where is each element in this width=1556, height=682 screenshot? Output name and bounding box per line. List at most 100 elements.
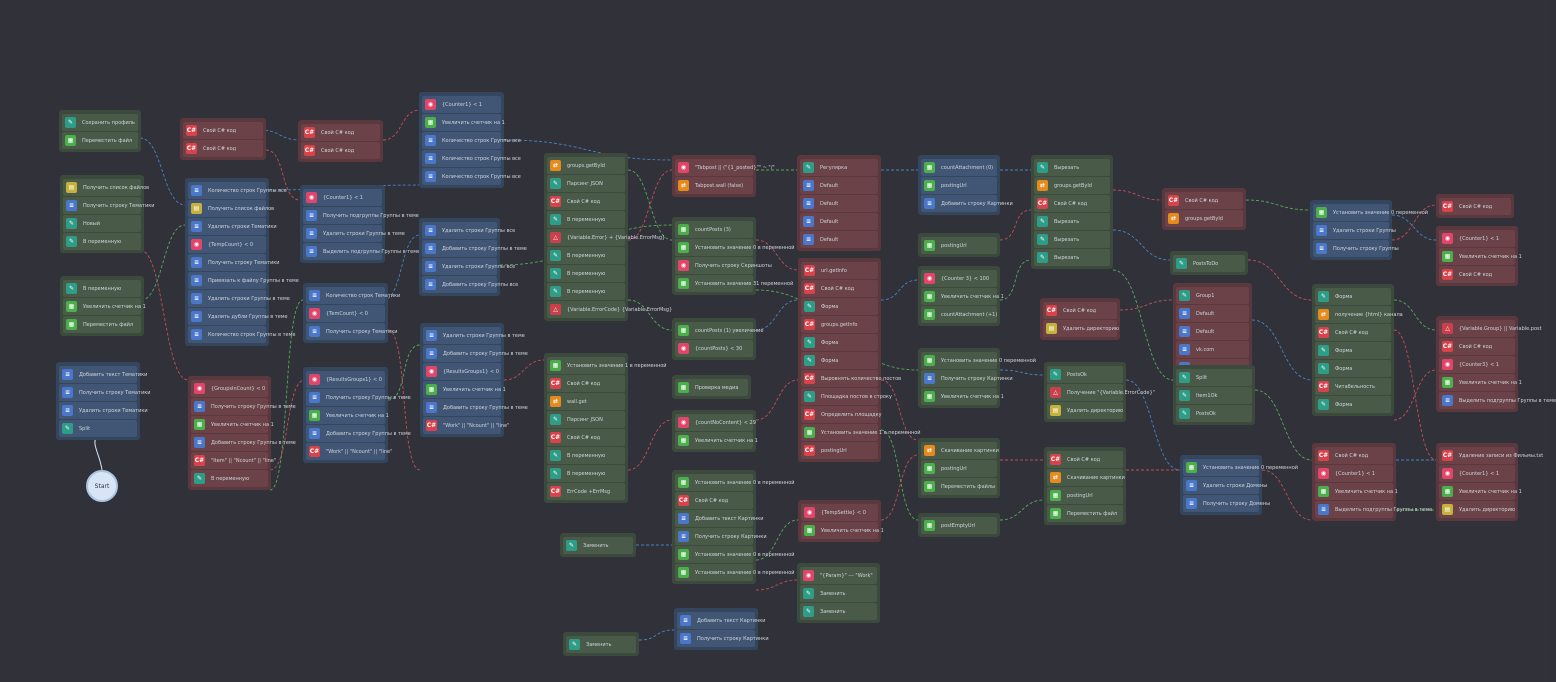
node-group-g47[interactable]: C#Свой C# код◉{Counter1} < 1▦Увеличить с… bbox=[1312, 443, 1432, 521]
action-node[interactable]: ≡Добавить текст Тематики bbox=[59, 366, 147, 383]
action-node[interactable]: ≡Default bbox=[800, 231, 878, 248]
action-node[interactable]: ≡Default bbox=[800, 177, 878, 194]
node-group-g26[interactable]: ✎Регулярка≡Default≡Default≡Default≡Defau… bbox=[797, 155, 881, 251]
node-group-g31[interactable]: ▦postingUrl bbox=[918, 233, 1000, 257]
node-group-g6[interactable]: ≡Количество строк Группы все▤Получить сп… bbox=[185, 178, 299, 346]
action-node[interactable]: ≡Добавить текст Картинки bbox=[677, 612, 766, 629]
action-node[interactable]: ✎Вырезать bbox=[1034, 213, 1110, 230]
action-node[interactable]: ▤Получить список файлов bbox=[188, 200, 274, 217]
node-group-g13[interactable]: ≡Удалить строки Группы все≡Добавить стро… bbox=[419, 218, 527, 296]
action-node[interactable]: ✎Split bbox=[1176, 369, 1252, 386]
node-group-g23[interactable]: ✎Заменить bbox=[560, 533, 636, 557]
action-node[interactable]: ▦Переместить файл bbox=[63, 316, 141, 333]
action-node[interactable]: ≡Добавить строку Группы в теме bbox=[191, 434, 296, 451]
action-node[interactable]: ▦Увеличить счетчик на 1 bbox=[63, 298, 146, 315]
action-node[interactable]: ▦Установить значение 0 в переменной bbox=[675, 474, 795, 491]
action-node[interactable]: ▦Увеличить счетчик на 1 bbox=[921, 388, 1004, 405]
action-node[interactable]: C#Свой C# код bbox=[1047, 451, 1123, 468]
action-node[interactable]: ≡Удалить строки Группы bbox=[1313, 222, 1396, 239]
node-group-g21[interactable]: ◉{countNoContent} < 29▦Увеличить счетчик… bbox=[672, 410, 758, 452]
action-node[interactable]: ✎Новый bbox=[63, 215, 141, 232]
action-node[interactable]: C#ErrCode +ErrMsg bbox=[547, 483, 625, 500]
action-node[interactable]: ≡Удалить строки Группы в теме bbox=[423, 327, 525, 344]
action-node[interactable]: ▦Увеличить счетчик на 1 bbox=[921, 288, 1004, 305]
action-node[interactable]: ✎Форма bbox=[1315, 342, 1391, 359]
action-node[interactable]: ◉{Counter1} < 1 bbox=[1439, 465, 1515, 482]
action-node[interactable]: C#Читабельность bbox=[1315, 378, 1391, 395]
action-node[interactable]: ◉{Counter1} < 1 bbox=[303, 189, 382, 206]
action-node[interactable]: △{Variable.ErrorCode} {Variable.ErrorMsg… bbox=[547, 301, 672, 318]
action-node[interactable]: ▦Увеличить счетчик на 1 bbox=[423, 381, 506, 398]
action-node[interactable]: ▦postEmptyUrl bbox=[921, 517, 997, 534]
action-node[interactable]: ✎Регулярка bbox=[800, 159, 878, 176]
action-node[interactable]: ✎Форма bbox=[1315, 396, 1391, 413]
action-node[interactable]: ≡Количество строк Группы все bbox=[188, 182, 287, 199]
node-group-g34[interactable]: ⇄Скачивание картинки▦postingUrl▦Перемест… bbox=[918, 438, 1000, 498]
action-node[interactable]: ✎В переменную bbox=[191, 470, 268, 487]
action-node[interactable]: C#Свой C# код bbox=[675, 492, 753, 509]
action-node[interactable]: C#Свой C# код bbox=[301, 124, 380, 141]
action-node[interactable]: ≡Default bbox=[1176, 305, 1249, 322]
action-node[interactable]: ✎В переменную bbox=[547, 283, 625, 300]
action-node[interactable]: ≡Удалить строки Группы все bbox=[422, 222, 515, 239]
action-node[interactable]: C#Свой C# код bbox=[1439, 266, 1515, 283]
action-node[interactable]: ≡Удалить строки Тематики bbox=[59, 402, 148, 419]
action-node[interactable]: ≡Получить строку Группы в теме bbox=[306, 389, 411, 406]
action-node[interactable]: ◉{GroupsInCount} < 0 bbox=[191, 380, 268, 397]
action-node[interactable]: C#Свой C# код bbox=[301, 142, 380, 159]
action-node[interactable]: ▦Увеличить счетчик на 1 bbox=[191, 416, 274, 433]
node-group-g37[interactable]: C#Свой C# код▤Удалить директорию bbox=[1040, 298, 1120, 340]
action-node[interactable]: ◉{TempCount} < 0 bbox=[188, 236, 266, 253]
action-node[interactable]: ▦countAttachment (+1) bbox=[921, 306, 997, 323]
action-node[interactable]: ≡Получить строку Картинки bbox=[921, 370, 1013, 387]
action-node[interactable]: ≡Удалить строки Домены bbox=[1183, 477, 1267, 494]
action-node[interactable]: ✎Форма bbox=[801, 298, 878, 315]
node-group-g4[interactable]: ≡Добавить текст Тематики≡Получить строку… bbox=[56, 362, 151, 440]
node-group-g38[interactable]: ✎PostsOk△Получение "{Variable.ErrorCode}… bbox=[1044, 362, 1155, 422]
node-group-g25[interactable]: ✎Заменить bbox=[563, 632, 639, 656]
action-node[interactable]: ▦Установить значение 0 переменной bbox=[1183, 459, 1298, 476]
action-node[interactable]: C#postingUrl bbox=[801, 442, 878, 459]
action-node[interactable]: C#Свой C# код bbox=[547, 193, 625, 210]
action-node[interactable]: ⇄groups.getById bbox=[547, 157, 625, 174]
node-group-g29[interactable]: ◉"{Param}" --- "Work"✎Заменить✎Заменить bbox=[797, 563, 880, 623]
action-node[interactable]: ✎Вырезать bbox=[1034, 159, 1110, 176]
action-node[interactable]: ▦Переместить файл bbox=[62, 132, 138, 149]
action-node[interactable]: ⇄Скачивание картинки bbox=[921, 442, 999, 459]
action-node[interactable]: ✎Заменить bbox=[800, 585, 877, 602]
action-node[interactable]: ▤Удалить директорию bbox=[1439, 501, 1515, 518]
node-group-g12[interactable]: ◉{Counter1} < 1▦Увеличить счетчик на 1≡К… bbox=[419, 92, 521, 188]
action-node[interactable]: C#Свой C# код bbox=[1043, 302, 1117, 319]
action-node[interactable]: ≡Количество строк Группы все bbox=[422, 132, 521, 149]
action-node[interactable]: ≡Удалить строки Группы в теме bbox=[188, 290, 290, 307]
node-group-g41[interactable]: ✎PostsToDo bbox=[1170, 251, 1248, 275]
action-node[interactable]: ◉{countNoContent} < 29 bbox=[675, 414, 756, 431]
action-node[interactable]: ◉"{Param}" --- "Work" bbox=[800, 567, 877, 584]
action-node[interactable]: ▦Увеличить счетчик на 1 bbox=[801, 522, 884, 539]
action-node[interactable]: ≡Удалить строки Группы в теме bbox=[303, 225, 405, 242]
action-node[interactable]: ✎В переменную bbox=[63, 233, 141, 250]
action-node[interactable]: ◉{TempSettle} < 0 bbox=[801, 504, 878, 521]
action-node[interactable]: ✎Форма bbox=[1315, 288, 1391, 305]
action-node[interactable]: ≡Удалить строки Тематики bbox=[188, 218, 277, 235]
node-group-g10[interactable]: ≡Количество строк Тематики◉{TemCount} < … bbox=[303, 283, 400, 343]
action-node[interactable]: ▦Установить значение 0 в переменной bbox=[675, 239, 795, 256]
action-node[interactable]: ▦Проверка медиа bbox=[675, 379, 748, 396]
action-node[interactable]: C#Свой C# код bbox=[1315, 447, 1393, 464]
action-node[interactable]: ✎PostsOk bbox=[1047, 366, 1123, 383]
action-node[interactable]: C#Свой C# код bbox=[1439, 338, 1515, 355]
action-node[interactable]: ✎Форма bbox=[1315, 360, 1391, 377]
node-group-g17[interactable]: ◉"Tabpost || ("{1_posted}"" ~ "/"⇄Tabpos… bbox=[672, 155, 775, 197]
node-group-g32[interactable]: ◉{Counter 3} < 100▦Увеличить счетчик на … bbox=[918, 266, 1004, 326]
node-group-g44[interactable]: ▦Установить значение 0 переменной≡Удалит… bbox=[1180, 455, 1298, 515]
action-node[interactable]: ▦countPosts (1) увеличение bbox=[675, 322, 764, 339]
action-node[interactable]: ⇄Скачивание картинки bbox=[1047, 469, 1125, 486]
action-node[interactable]: C#Свой C# код bbox=[1165, 192, 1243, 209]
action-node[interactable]: ✎Форма bbox=[801, 352, 878, 369]
action-node[interactable]: C#Свой C# код bbox=[1034, 195, 1110, 212]
